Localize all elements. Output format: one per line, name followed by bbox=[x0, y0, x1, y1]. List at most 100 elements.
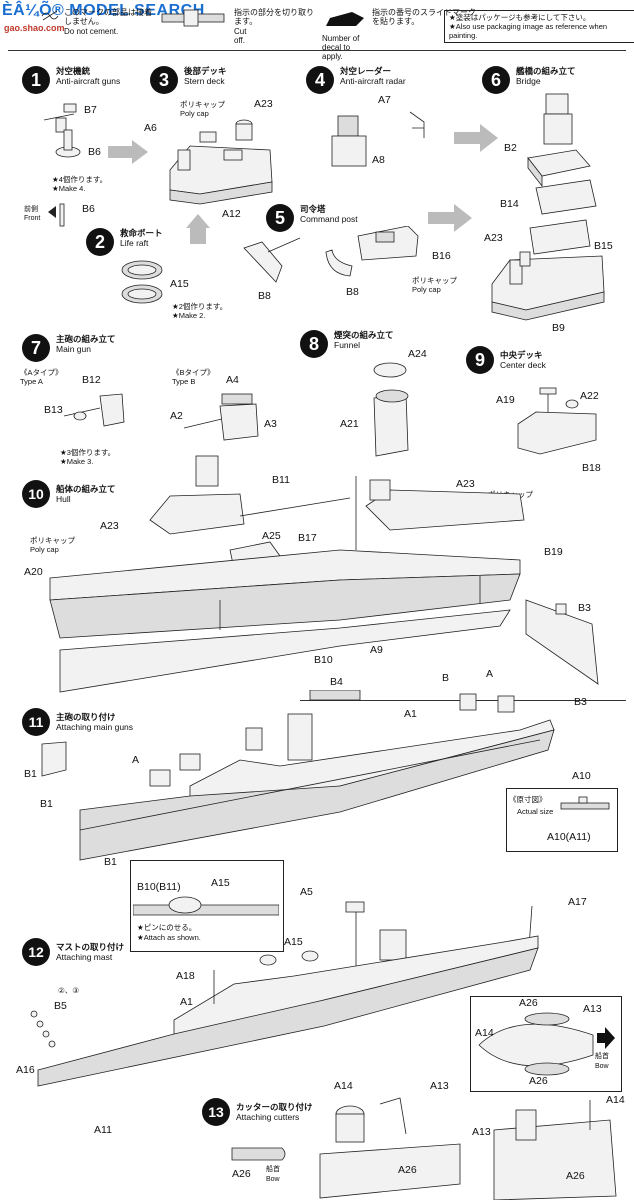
part-a20: A20 bbox=[24, 566, 43, 578]
watermark-site: gao.shao.com bbox=[4, 23, 65, 33]
part-a26d: A26 bbox=[232, 1168, 251, 1180]
part-a13b: A13 bbox=[430, 1080, 449, 1092]
command-post-drawing bbox=[243, 226, 419, 283]
part-a23: A23 bbox=[254, 98, 273, 110]
part-a23d: A23 bbox=[100, 520, 119, 532]
step-13-badge: 13 bbox=[202, 1098, 230, 1126]
part-a14c: A14 bbox=[606, 1094, 625, 1106]
part-b15: B15 bbox=[594, 240, 613, 252]
step-2-badge: 2 bbox=[86, 228, 114, 256]
mast-drawing bbox=[30, 901, 539, 1087]
header-divider bbox=[8, 50, 626, 51]
part-b12: B12 bbox=[82, 374, 101, 386]
part-b8: B8 bbox=[258, 290, 271, 302]
step-3-badge: 3 bbox=[150, 66, 178, 94]
aa-gun-drawing bbox=[43, 103, 81, 158]
part-a10: A10 bbox=[572, 770, 591, 782]
part-a22: A22 bbox=[580, 390, 599, 402]
cutter-attach-drawing bbox=[319, 1097, 461, 1199]
part-b7: B7 bbox=[84, 104, 97, 116]
part-b6: B6 bbox=[88, 146, 101, 158]
part-a7: A7 bbox=[378, 94, 391, 106]
legend-no-cement: このマークの部品は接着しません。 Do not cement. bbox=[40, 8, 152, 36]
part-b1b: B1 bbox=[40, 798, 53, 810]
part-b6b: B6 bbox=[82, 203, 95, 215]
step-4-badge: 4 bbox=[306, 66, 334, 94]
step-11-badge: 11 bbox=[22, 708, 50, 736]
step-1-badge: 1 bbox=[22, 66, 50, 94]
bow-detail-drawing bbox=[525, 599, 599, 685]
hull-drawing bbox=[49, 455, 525, 693]
decal-icon bbox=[326, 12, 364, 26]
paint-note: ★塗装はパッケージも参考にして下さい。 ★Also use packaging … bbox=[444, 10, 634, 43]
part-b16: B16 bbox=[432, 250, 451, 262]
cutter-part-drawing bbox=[231, 1147, 286, 1161]
part-a9: A9 bbox=[370, 644, 383, 656]
step-12-badge: 12 bbox=[22, 938, 50, 966]
step-10-badge: 10 bbox=[22, 480, 50, 508]
step-9-badge: 9 bbox=[466, 346, 494, 374]
part-a14b: A14 bbox=[334, 1080, 353, 1092]
part-a-left: A bbox=[132, 754, 140, 766]
part-a1b: A1 bbox=[180, 996, 193, 1008]
part-b1c: B1 bbox=[104, 856, 117, 868]
step-8-badge: 8 bbox=[300, 330, 328, 358]
part-a11: A11 bbox=[94, 1124, 112, 1136]
part-a16: A16 bbox=[16, 1064, 35, 1076]
part-a17: A17 bbox=[568, 896, 587, 908]
arrow-icon-2 bbox=[186, 214, 210, 244]
part-b14: B14 bbox=[500, 198, 519, 210]
part-a25: A25 bbox=[262, 530, 281, 542]
step-7-badge: 7 bbox=[22, 334, 50, 362]
part-b8b: B8 bbox=[346, 286, 359, 298]
legend-cut-off: 指示の部分を切り取ります。 Cut off. bbox=[160, 8, 314, 45]
part-a8: A8 bbox=[372, 154, 385, 166]
part-b1a: B1 bbox=[24, 768, 37, 780]
attach-inset: B10(B11) A15 ★ピンにのせる。 ★Attach as shown. bbox=[130, 860, 284, 952]
arrow-icon bbox=[108, 140, 148, 164]
gun-type-b-drawing bbox=[183, 393, 259, 441]
part-a24: A24 bbox=[408, 348, 427, 360]
legend-decal: 指示の番号のスライドマークを貼ります。 Number of decal to a… bbox=[322, 8, 476, 61]
part-b4: B4 bbox=[330, 676, 343, 688]
part-b2: B2 bbox=[504, 142, 517, 154]
cut-off-icon bbox=[161, 9, 225, 27]
part-a5: A5 bbox=[300, 886, 313, 898]
step-6-badge: 6 bbox=[482, 66, 510, 94]
part-b18: B18 bbox=[582, 462, 601, 474]
part-a13c: A13 bbox=[472, 1126, 491, 1138]
part-a15: A15 bbox=[170, 278, 189, 290]
part-b17: B17 bbox=[298, 532, 317, 544]
part-a26c: A26 bbox=[566, 1170, 585, 1182]
part-a15b: A15 bbox=[284, 936, 303, 948]
front-arrow-icon bbox=[48, 203, 65, 227]
part-b11: B11 bbox=[272, 474, 290, 486]
a10-actual-drawing bbox=[560, 796, 610, 810]
pin-detail-drawing bbox=[133, 896, 279, 916]
cutter-attach-drawing-2 bbox=[493, 1100, 617, 1200]
stern-deck-drawing bbox=[169, 119, 273, 205]
part-a3: A3 bbox=[264, 418, 277, 430]
part-a1: A1 bbox=[404, 708, 417, 720]
life-raft-drawing bbox=[121, 260, 163, 304]
radar-drawing bbox=[331, 111, 425, 167]
part-b3: B3 bbox=[578, 602, 591, 614]
gun-type-a-drawing bbox=[63, 393, 125, 427]
part-a4: A4 bbox=[226, 374, 239, 386]
part-b10: B10 bbox=[314, 654, 333, 666]
step-5-badge: 5 bbox=[266, 204, 294, 232]
center-deck-drawing bbox=[517, 387, 597, 455]
cutter-inset: A26 A13 A14 A26 船首 Bow bbox=[470, 996, 622, 1092]
part-a18: A18 bbox=[176, 970, 195, 982]
cutter-detail-drawing bbox=[478, 1012, 594, 1076]
